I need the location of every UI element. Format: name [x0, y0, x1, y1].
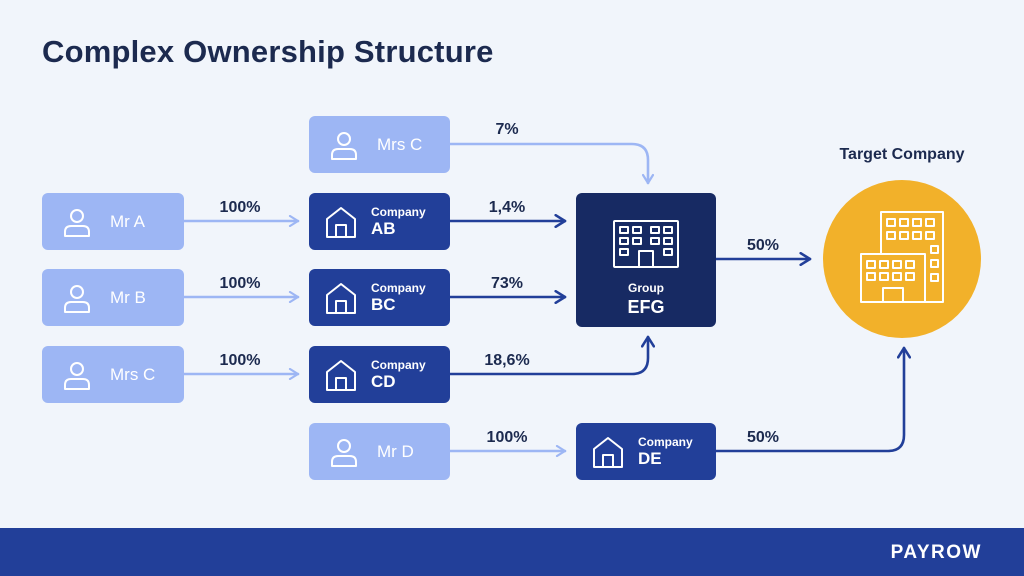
- company-name: DE: [638, 448, 662, 468]
- arrow-cd-to-efg: [448, 335, 648, 376]
- company-word: Company: [638, 434, 693, 449]
- group-name: EFG: [627, 297, 665, 317]
- brand-logo: PAYROW: [890, 542, 982, 563]
- person-label: Mrs C: [377, 134, 423, 154]
- company-word: Company: [371, 280, 426, 295]
- percent-label: 100%: [219, 352, 261, 369]
- percent-label: 50%: [746, 429, 780, 446]
- house-icon: [323, 280, 359, 316]
- percent-label: 100%: [486, 429, 528, 446]
- buildings-icon: [860, 211, 944, 303]
- target-company-label: Target Company: [839, 146, 965, 163]
- person-node-mr-d: Mr D: [309, 423, 450, 480]
- percent-label: 1,4%: [488, 199, 526, 216]
- group-node-efg: Group EFG: [576, 193, 716, 327]
- percent-label: 18,6%: [484, 352, 530, 369]
- company-word: Company: [371, 204, 426, 219]
- company-node-ab: Company AB: [309, 193, 450, 250]
- arrow-mrs-c-top-to-efg: [448, 142, 648, 185]
- percent-label: 7%: [495, 121, 519, 138]
- person-icon: [327, 128, 361, 162]
- person-label: Mr A: [110, 211, 145, 231]
- person-icon: [60, 281, 94, 315]
- person-node-mr-a: Mr A: [42, 193, 184, 250]
- person-node-mrs-c: Mrs C: [42, 346, 184, 403]
- company-node-bc: Company BC: [309, 269, 450, 326]
- company-node-de: Company DE: [576, 423, 716, 480]
- company-name: CD: [371, 371, 396, 391]
- house-icon: [590, 434, 626, 470]
- person-node-mrs-c-top: Mrs C: [309, 116, 450, 173]
- footer-bar: PAYROW: [0, 528, 1024, 576]
- company-word: Company: [371, 357, 426, 372]
- page-title: Complex Ownership Structure: [42, 34, 494, 69]
- person-icon: [60, 205, 94, 239]
- house-icon: [323, 204, 359, 240]
- percent-label: 100%: [219, 199, 261, 216]
- person-label: Mr B: [110, 287, 146, 307]
- office-building-icon: [611, 219, 681, 269]
- company-name: AB: [371, 218, 396, 238]
- percent-label: 100%: [219, 275, 261, 292]
- company-name: BC: [371, 294, 396, 314]
- house-icon: [323, 357, 359, 393]
- person-icon: [327, 435, 361, 469]
- arrow-de-to-target: [714, 346, 904, 453]
- person-label: Mrs C: [110, 364, 156, 384]
- person-label: Mr D: [377, 441, 414, 461]
- person-icon: [60, 358, 94, 392]
- person-node-mr-b: Mr B: [42, 269, 184, 326]
- target-company-node: [823, 180, 981, 338]
- percent-label: 73%: [490, 275, 524, 292]
- company-node-cd: Company CD: [309, 346, 450, 403]
- group-word: Group: [628, 281, 664, 295]
- percent-label: 50%: [746, 237, 780, 254]
